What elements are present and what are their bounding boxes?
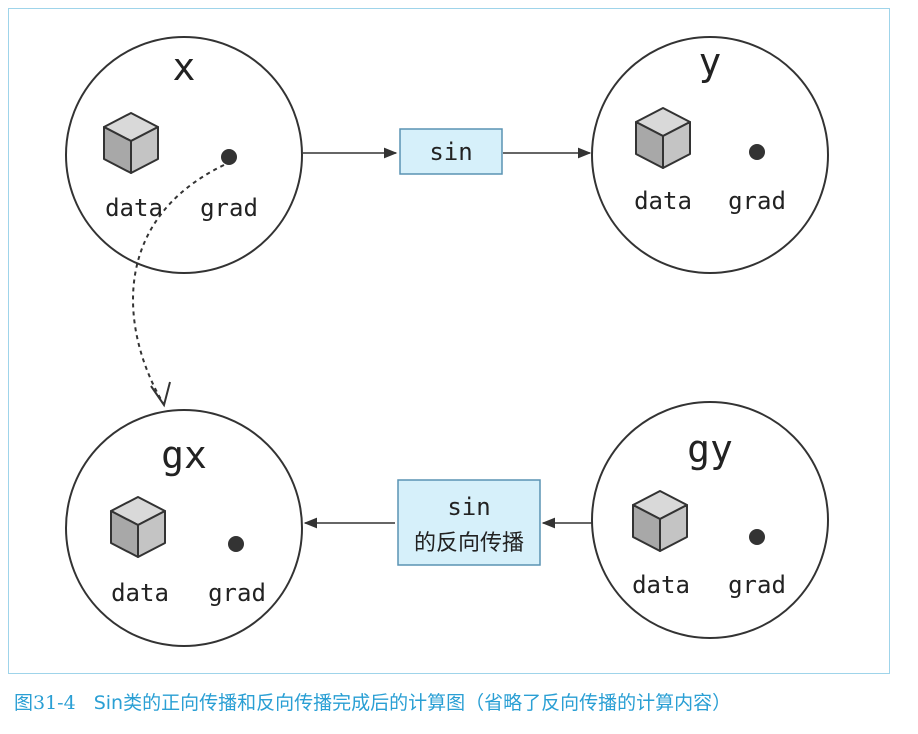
node-gx: gx data grad xyxy=(65,409,303,647)
node-x-data-label: data xyxy=(105,194,163,222)
data-cube-icon xyxy=(635,107,691,169)
figure-frame xyxy=(8,8,890,674)
grad-dot-icon xyxy=(228,536,244,552)
node-y: y data grad xyxy=(591,36,829,274)
node-y-grad-label: grad xyxy=(728,187,786,215)
node-y-title: y xyxy=(699,40,722,84)
backward-function-box: sin 的反向传播 xyxy=(397,479,541,566)
grad-dot-icon xyxy=(221,149,237,165)
figure-caption-text: Sin类的正向传播和反向传播完成后的计算图（省略了反向传播的计算内容） xyxy=(93,692,732,714)
forward-function-box: sin xyxy=(399,128,503,175)
backward-function-label: sin xyxy=(447,493,490,521)
node-gy-grad-label: grad xyxy=(728,571,786,599)
node-x-grad-label: grad xyxy=(200,194,258,222)
node-gy-data-label: data xyxy=(632,571,690,599)
figure-caption: 图31-4 Sin类的正向传播和反向传播完成后的计算图（省略了反向传播的计算内容） xyxy=(14,688,904,715)
dashed-arrow-head-icon xyxy=(150,381,171,408)
node-gx-title: gx xyxy=(161,433,207,477)
backward-function-sublabel: 的反向传播 xyxy=(414,531,524,556)
node-gy: gy data grad xyxy=(591,401,829,639)
node-gx-grad-label: grad xyxy=(208,579,266,607)
computation-graph-diagram: x data grad y data grad gx data grad gy … xyxy=(65,36,829,647)
grad-dot-icon xyxy=(749,529,765,545)
data-cube-icon xyxy=(110,496,166,558)
node-gx-data-label: data xyxy=(111,579,169,607)
data-cube-icon xyxy=(103,112,159,174)
forward-function-label: sin xyxy=(429,138,472,166)
data-cube-icon xyxy=(632,490,688,552)
node-x-title: x xyxy=(173,45,196,89)
node-y-data-label: data xyxy=(634,187,692,215)
node-x: x data grad xyxy=(65,36,303,274)
grad-dot-icon xyxy=(749,144,765,160)
figure-number: 图31-4 xyxy=(14,692,76,714)
node-gy-title: gy xyxy=(687,427,733,471)
